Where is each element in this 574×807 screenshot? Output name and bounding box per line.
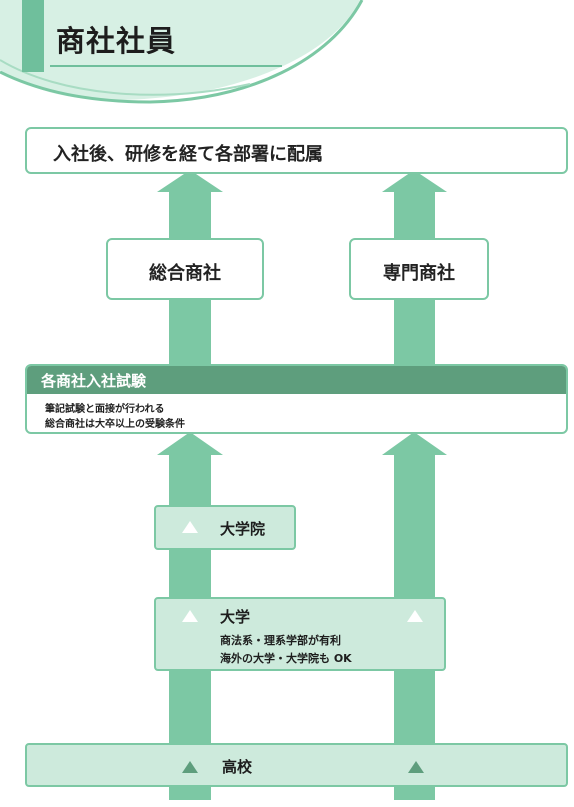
general-trading-company-box: 総合商社 (106, 238, 264, 300)
high-school-label: 高校 (222, 758, 253, 776)
triangle-up-icon (182, 610, 198, 622)
title-underline (50, 65, 282, 67)
high-school-box: 高校 (25, 743, 568, 787)
assignment-box: 入社後、研修を経て各部署に配属 (25, 127, 568, 174)
entrance-exam-box: 各商社入社試験 筆記試験と面接が行われる 総合商社は大卒以上の受験条件 (25, 364, 568, 434)
triangle-up-icon (407, 610, 423, 622)
triangle-up-icon (182, 521, 198, 533)
university-box: 大学 商法系・理系学部が有利 海外の大学・大学院も OK (154, 597, 446, 671)
page-title: 商社社員 (56, 24, 177, 58)
triangle-up-icon (182, 761, 198, 773)
specialized-trading-company-label: 専門商社 (383, 263, 455, 284)
triangle-up-icon (408, 761, 424, 773)
university-label: 大学 (220, 608, 251, 626)
graduate-school-box: 大学院 (154, 505, 296, 550)
exam-title: 各商社入社試験 (41, 372, 147, 390)
exam-description-line1: 筆記試験と面接が行われる (45, 404, 165, 415)
specialized-trading-company-box: 専門商社 (349, 238, 489, 300)
graduate-school-label: 大学院 (220, 520, 266, 538)
general-trading-company-label: 総合商社 (149, 263, 221, 284)
university-note-2: 海外の大学・大学院も OK (220, 652, 352, 665)
university-note-1: 商法系・理系学部が有利 (220, 634, 341, 647)
header-decoration (0, 0, 364, 104)
exam-header: 各商社入社試験 (27, 366, 566, 394)
exam-description-line2: 総合商社は大卒以上の受験条件 (45, 419, 185, 430)
title-accent-bar (22, 0, 44, 72)
assignment-label: 入社後、研修を経て各部署に配属 (53, 144, 323, 165)
